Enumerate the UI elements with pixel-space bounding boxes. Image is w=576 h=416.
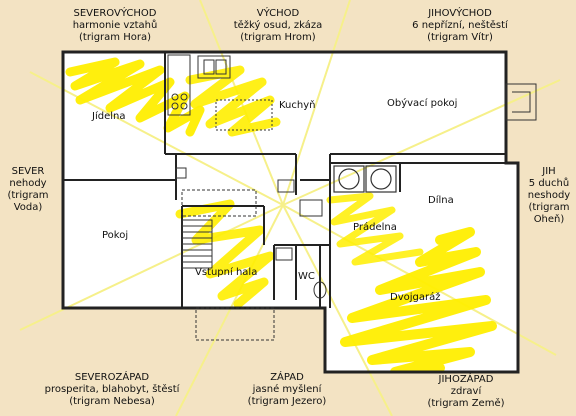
room-workshop: Dílna (428, 195, 454, 206)
direction-line: nehody (9, 178, 47, 189)
direction-south: JIH 5 duchů neshody (trigram Oheň) (522, 166, 576, 226)
ray-e-se (282, 0, 351, 206)
direction-name: JIHOVÝCHOD (428, 8, 492, 19)
direction-desc: jasné myšlení (252, 384, 322, 395)
direction-line: (trigram (7, 190, 49, 201)
direction-trigram: (trigram Nebesa) (69, 396, 155, 407)
fireplace (505, 83, 537, 121)
direction-desc: 6 nepřízní, neštěstí (412, 20, 508, 31)
bath-fixtures (175, 167, 327, 299)
room-laundry: Prádelna (353, 222, 397, 233)
direction-desc: zdraví (450, 386, 482, 397)
laundry-machines (333, 165, 397, 193)
direction-line: (trigram (528, 202, 570, 213)
direction-name: JIH (542, 166, 556, 177)
direction-southwest: JIHOZÁPAD zdraví (trigram Země) (408, 374, 524, 410)
room-bedroom: Pokoj (102, 230, 129, 241)
direction-name: VÝCHOD (256, 8, 300, 19)
direction-name: ZÁPAD (270, 372, 304, 383)
direction-line: Oheň) (533, 214, 565, 225)
scribble-laundry (326, 192, 424, 266)
direction-line: Voda) (13, 202, 43, 213)
ray-sw-w (282, 204, 393, 416)
scribble-northeast (65, 57, 205, 137)
direction-northwest: SEVEROZÁPAD prosperita, blahobyt, štěstí… (24, 372, 200, 408)
direction-north: SEVER nehody (trigram Voda) (0, 166, 56, 214)
direction-trigram: (trigram Hora) (79, 32, 151, 43)
house-floor (63, 52, 518, 372)
room-double-garage: Dvojgaráž (390, 292, 441, 303)
stairs (181, 189, 257, 269)
scribble-south-garage (340, 227, 497, 372)
direction-line: 5 duchů (528, 178, 570, 189)
direction-southeast: JIHOVÝCHOD 6 nepřízní, neštěstí (trigram… (392, 8, 528, 44)
direction-desc: prosperita, blahobyt, štěstí (44, 384, 180, 395)
direction-trigram: (trigram Hrom) (240, 32, 316, 43)
porch-outline (195, 307, 275, 341)
direction-line: neshody (527, 190, 571, 201)
scribble-east (185, 65, 281, 137)
direction-name: SEVEROZÁPAD (74, 372, 150, 383)
kitchen-fixtures (167, 54, 273, 131)
ray-n-ne (29, 71, 284, 206)
direction-name: SEVER (11, 166, 45, 177)
direction-west: ZÁPAD jasné myšlení (trigram Jezero) (228, 372, 346, 408)
room-kitchen: Kuchyň (279, 100, 316, 111)
room-living: Obývací pokoj (387, 98, 458, 109)
ray-w-nw (175, 204, 284, 416)
direction-desc: harmonie vztahů (72, 20, 158, 31)
direction-desc: těžký osud, zkáza (233, 20, 323, 31)
direction-northeast: SEVEROVÝCHOD harmonie vztahů (trigram Ho… (50, 8, 180, 44)
direction-east: VÝCHOD těžký osud, zkáza (trigram Hrom) (218, 8, 338, 44)
direction-trigram: (trigram Vítr) (427, 32, 493, 43)
direction-name: JIHOZÁPAD (438, 374, 494, 385)
direction-trigram: (trigram Země) (427, 398, 505, 409)
room-entrance-hall: Vstupní hala (195, 267, 258, 278)
direction-name: SEVEROVÝCHOD (73, 8, 157, 19)
room-wc: WC (298, 271, 315, 282)
direction-trigram: (trigram Jezero) (247, 396, 327, 407)
room-dining: Jídelna (92, 111, 126, 122)
